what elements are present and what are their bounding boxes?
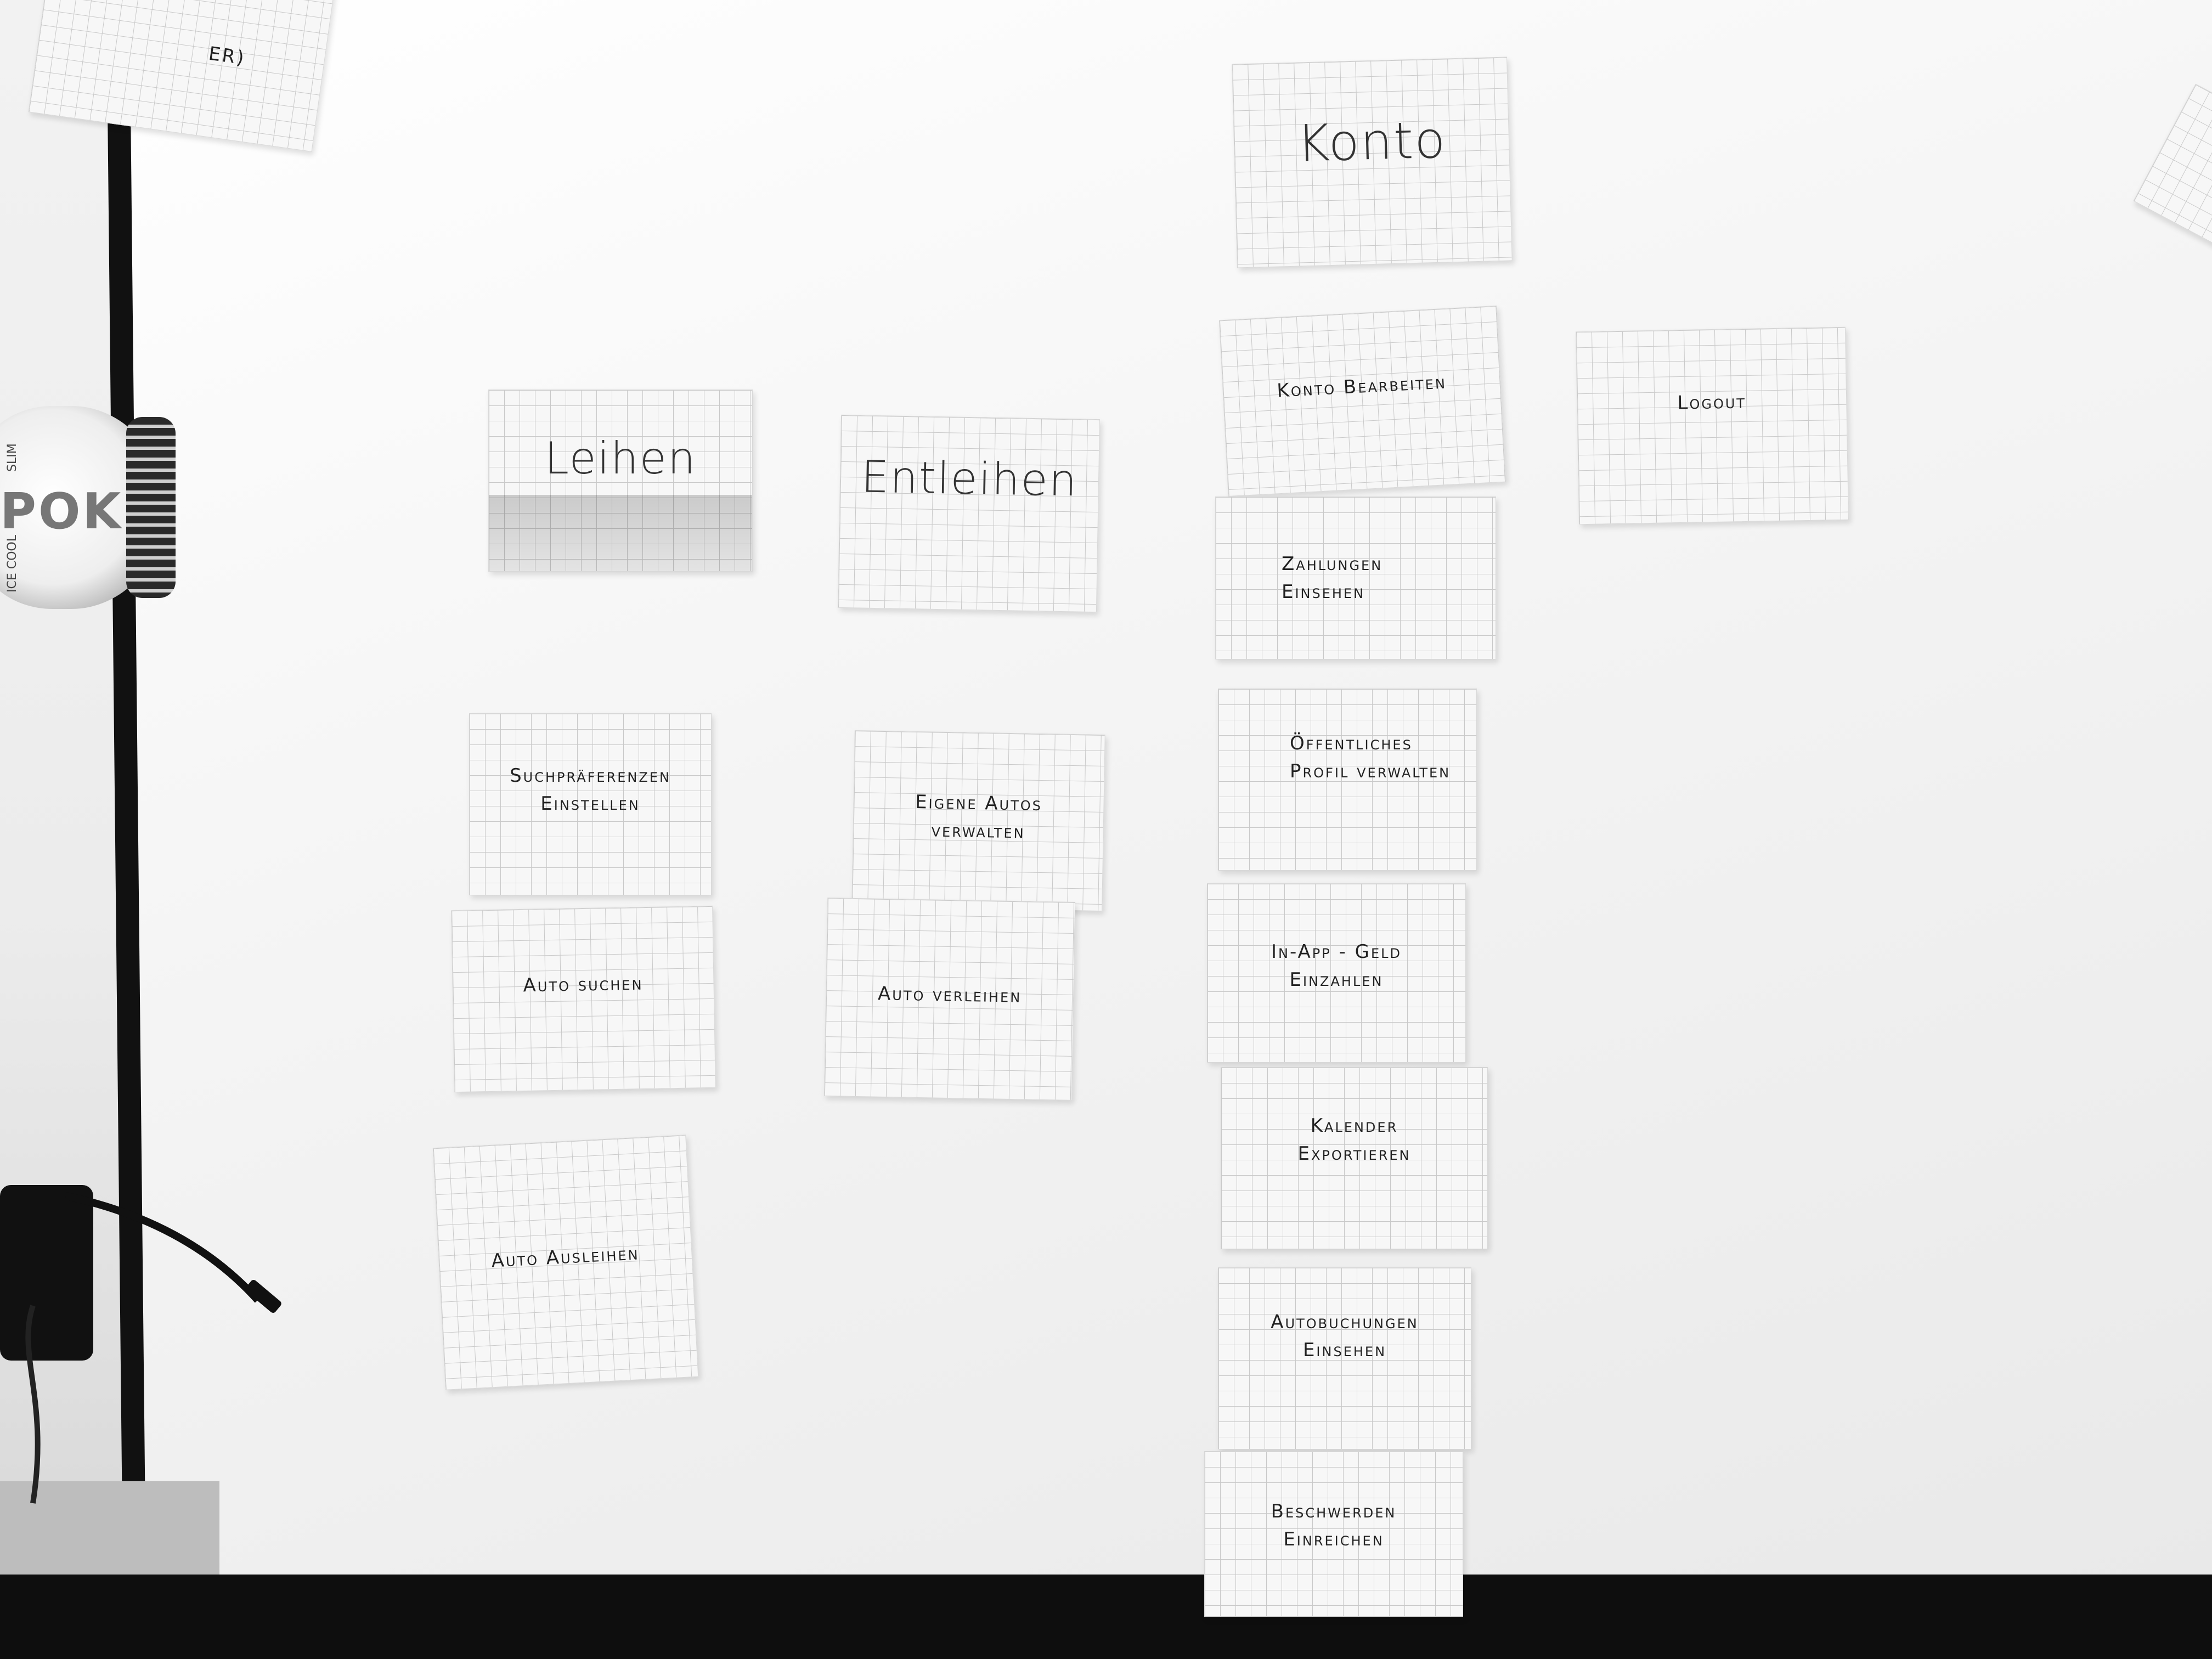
card-fold-shadow xyxy=(489,495,752,571)
can-variant-text: ICE COOL xyxy=(5,535,19,592)
card-label-autobuchungen: Autobuchungen Einsehen xyxy=(1271,1311,1419,1362)
usb-dongle xyxy=(0,1185,93,1361)
card-label-kalender: Kalender Exportieren xyxy=(1297,1115,1411,1165)
card-label-auto-verleihen: Auto verleihen xyxy=(877,983,1022,1007)
card-auto-verleihen: Auto verleihen xyxy=(823,898,1076,1101)
can-size-text: SLIM xyxy=(5,443,19,472)
card-label-suchpraeferenzen: Suchpräferenzen Einstellen xyxy=(510,764,671,815)
category-label-leihen: Leihen xyxy=(544,433,697,484)
category-card-entleihen: Entleihen xyxy=(837,414,1101,613)
card-label-auto-suchen: Auto suchen xyxy=(523,972,644,997)
card-label-konto-bearbeiten: Konto Bearbeiten xyxy=(1276,371,1447,403)
card-label-zahlungen: Zahlungen Einsehen xyxy=(1282,552,1383,603)
whiteboard-bottom-edge xyxy=(0,1575,2212,1659)
card-geld: In-App - Geld Einzahlen xyxy=(1207,883,1466,1063)
card-label-profil: Öffentliches Profil verwalten xyxy=(1290,732,1451,783)
category-label-konto: Konto xyxy=(1296,110,1447,173)
card-zahlungen: Zahlungen Einsehen xyxy=(1215,496,1496,659)
card-logout: Logout xyxy=(1575,326,1849,525)
category-card-leihen: Leihen xyxy=(488,390,753,572)
card-konto-bearbeiten: Konto Bearbeiten xyxy=(1218,305,1506,497)
card-suchpraeferenzen: Suchpräferenzen Einstellen xyxy=(469,713,712,895)
card-label-eigene-autos: Eigene Autos verwalten xyxy=(915,791,1043,843)
category-label-entleihen: Entleihen xyxy=(860,451,1079,506)
card-profil: Öffentliches Profil verwalten xyxy=(1218,689,1477,871)
category-card-konto: Konto xyxy=(1232,57,1513,268)
partial-card-label: ER) xyxy=(207,42,247,70)
card-kalender: Kalender Exportieren xyxy=(1221,1067,1488,1249)
card-label-logout: Logout xyxy=(1677,391,1747,414)
card-eigene-autos: Eigene Autos verwalten xyxy=(851,730,1105,911)
snus-can-band xyxy=(126,417,176,598)
card-auto-suchen: Auto suchen xyxy=(451,905,716,1093)
card-auto-ausleihen: Auto Ausleihen xyxy=(432,1135,699,1390)
card-label-beschwerden: Beschwerden Einreichen xyxy=(1271,1500,1397,1550)
card-autobuchungen: Autobuchungen Einsehen xyxy=(1218,1267,1471,1449)
can-brand-text: POK xyxy=(0,483,123,540)
cable xyxy=(25,1192,281,1504)
card-beschwerden: Beschwerden Einreichen xyxy=(1204,1451,1463,1617)
card-label-auto-ausleihen: Auto Ausleihen xyxy=(490,1242,640,1272)
card-label-geld: In-App - Geld Einzahlen xyxy=(1271,940,1402,991)
